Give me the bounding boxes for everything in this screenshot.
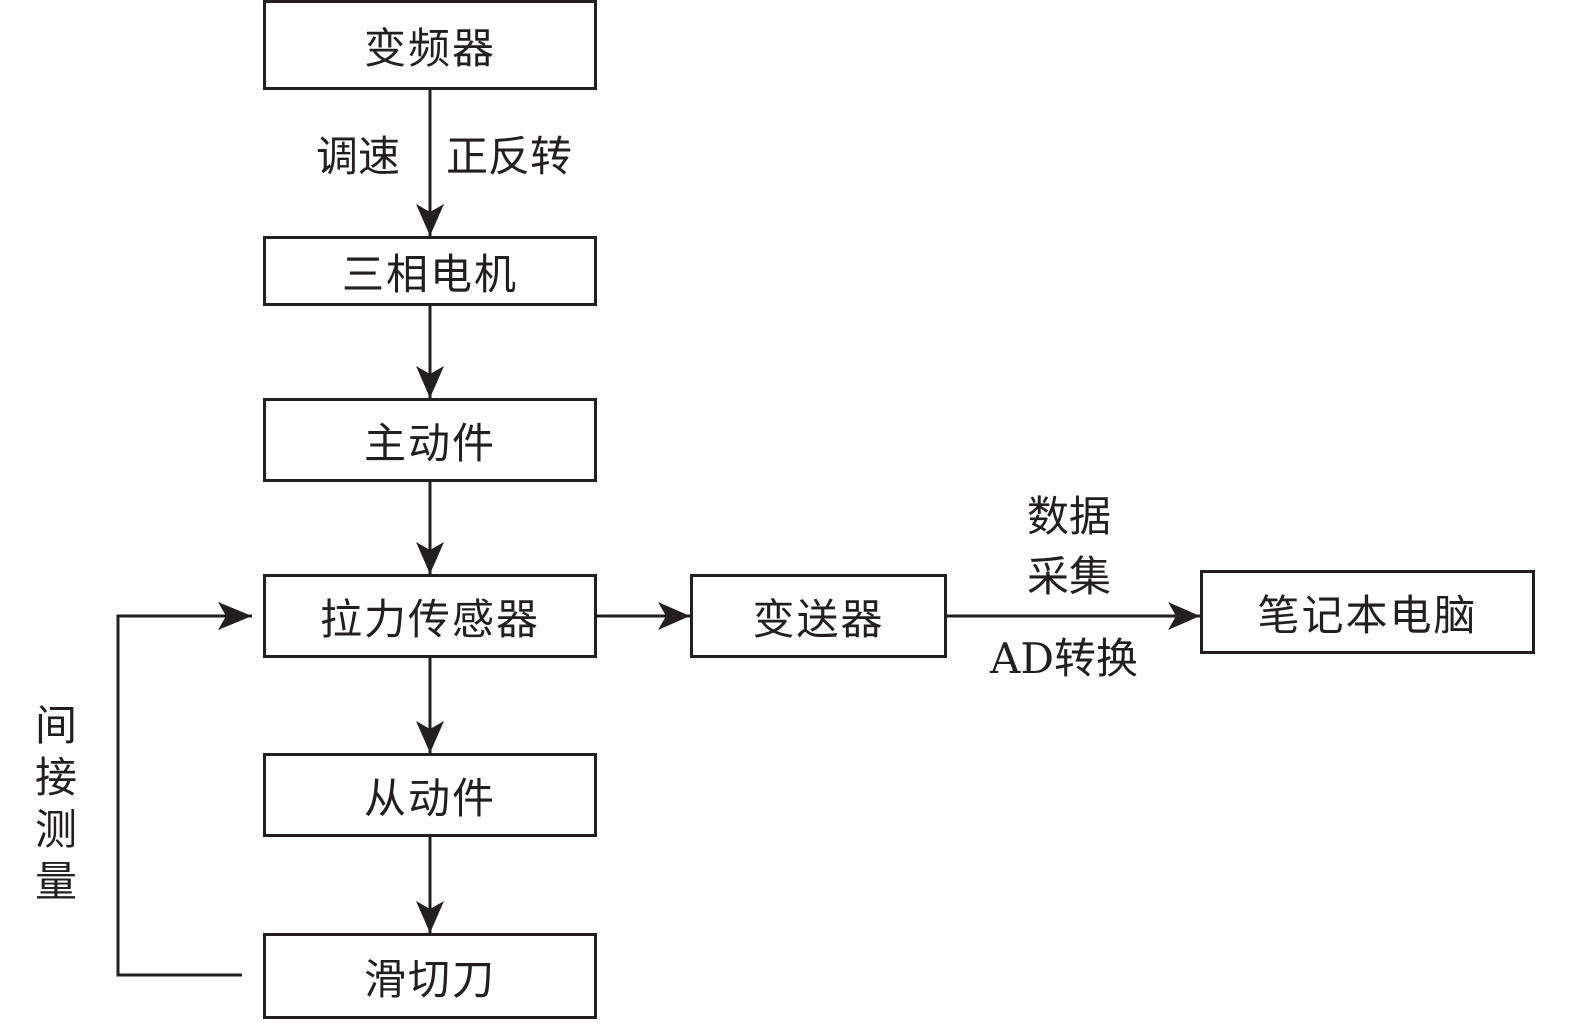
node-driven-part-label: 从动件	[363, 773, 496, 823]
node-laptop: 笔记本电脑	[1200, 570, 1535, 654]
node-motor-label: 三相电机	[341, 249, 518, 299]
arrowhead-sensor-to-transmitter	[658, 602, 690, 630]
node-three-phase-motor: 三相电机	[263, 236, 597, 306]
node-inverter-label: 变频器	[363, 23, 496, 73]
node-driving-part: 主动件	[263, 398, 597, 482]
node-driving-part-label: 主动件	[363, 418, 496, 468]
arrowhead-inverter-to-motor	[416, 204, 444, 236]
arrowhead-driven-part-to-knife	[416, 901, 444, 933]
node-slicing-knife-label: 滑切刀	[363, 954, 496, 1004]
arrowhead-transmitter-to-laptop	[1168, 602, 1200, 630]
edge-label-indirect-measure: 间接测量	[34, 701, 77, 906]
node-tension-sensor: 拉力传感器	[263, 574, 597, 658]
node-driven-part: 从动件	[263, 753, 597, 837]
edge-label-data-line1: 数据	[1027, 492, 1112, 541]
edge-label-forward-reverse: 正反转	[446, 132, 573, 181]
node-transmitter-label: 变送器	[752, 594, 885, 644]
node-slicing-knife: 滑切刀	[263, 933, 597, 1019]
node-inverter: 变频器	[263, 0, 597, 90]
arrowhead-motor-to-driving-part	[416, 366, 444, 398]
node-transmitter: 变送器	[690, 574, 947, 658]
edge-label-speed-control: 调速	[316, 132, 401, 181]
arrowhead-sensor-to-driven-part	[416, 721, 444, 753]
node-laptop-label: 笔记本电脑	[1257, 590, 1478, 640]
node-tension-sensor-label: 拉力传感器	[319, 594, 540, 644]
feedback-line-knife-to-sensor	[116, 614, 252, 977]
arrowhead-driving-part-to-sensor	[416, 542, 444, 574]
arrowhead-feedback-to-sensor	[218, 602, 252, 630]
edge-label-ad-conversion: AD转换	[990, 634, 1139, 683]
edge-label-data-line2: 采集	[1027, 552, 1112, 601]
